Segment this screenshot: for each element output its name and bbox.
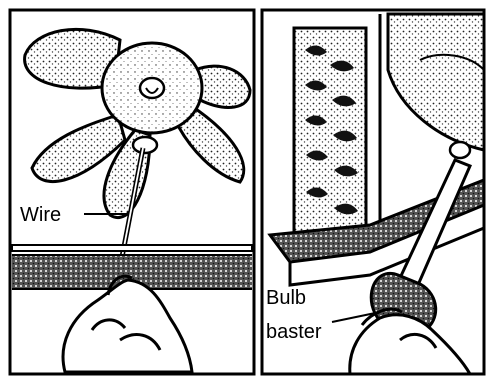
bulb-baster-label-line2: baster: [266, 321, 322, 343]
wire-label: Wire: [20, 204, 61, 226]
drain-tube: [450, 142, 470, 158]
coil-column: [294, 28, 366, 233]
fan-hub: [102, 43, 202, 133]
bulb-baster-label-line1: Bulb: [266, 287, 306, 309]
right-panel: Bulb baster: [262, 10, 484, 374]
left-panel: Wire: [10, 10, 254, 374]
